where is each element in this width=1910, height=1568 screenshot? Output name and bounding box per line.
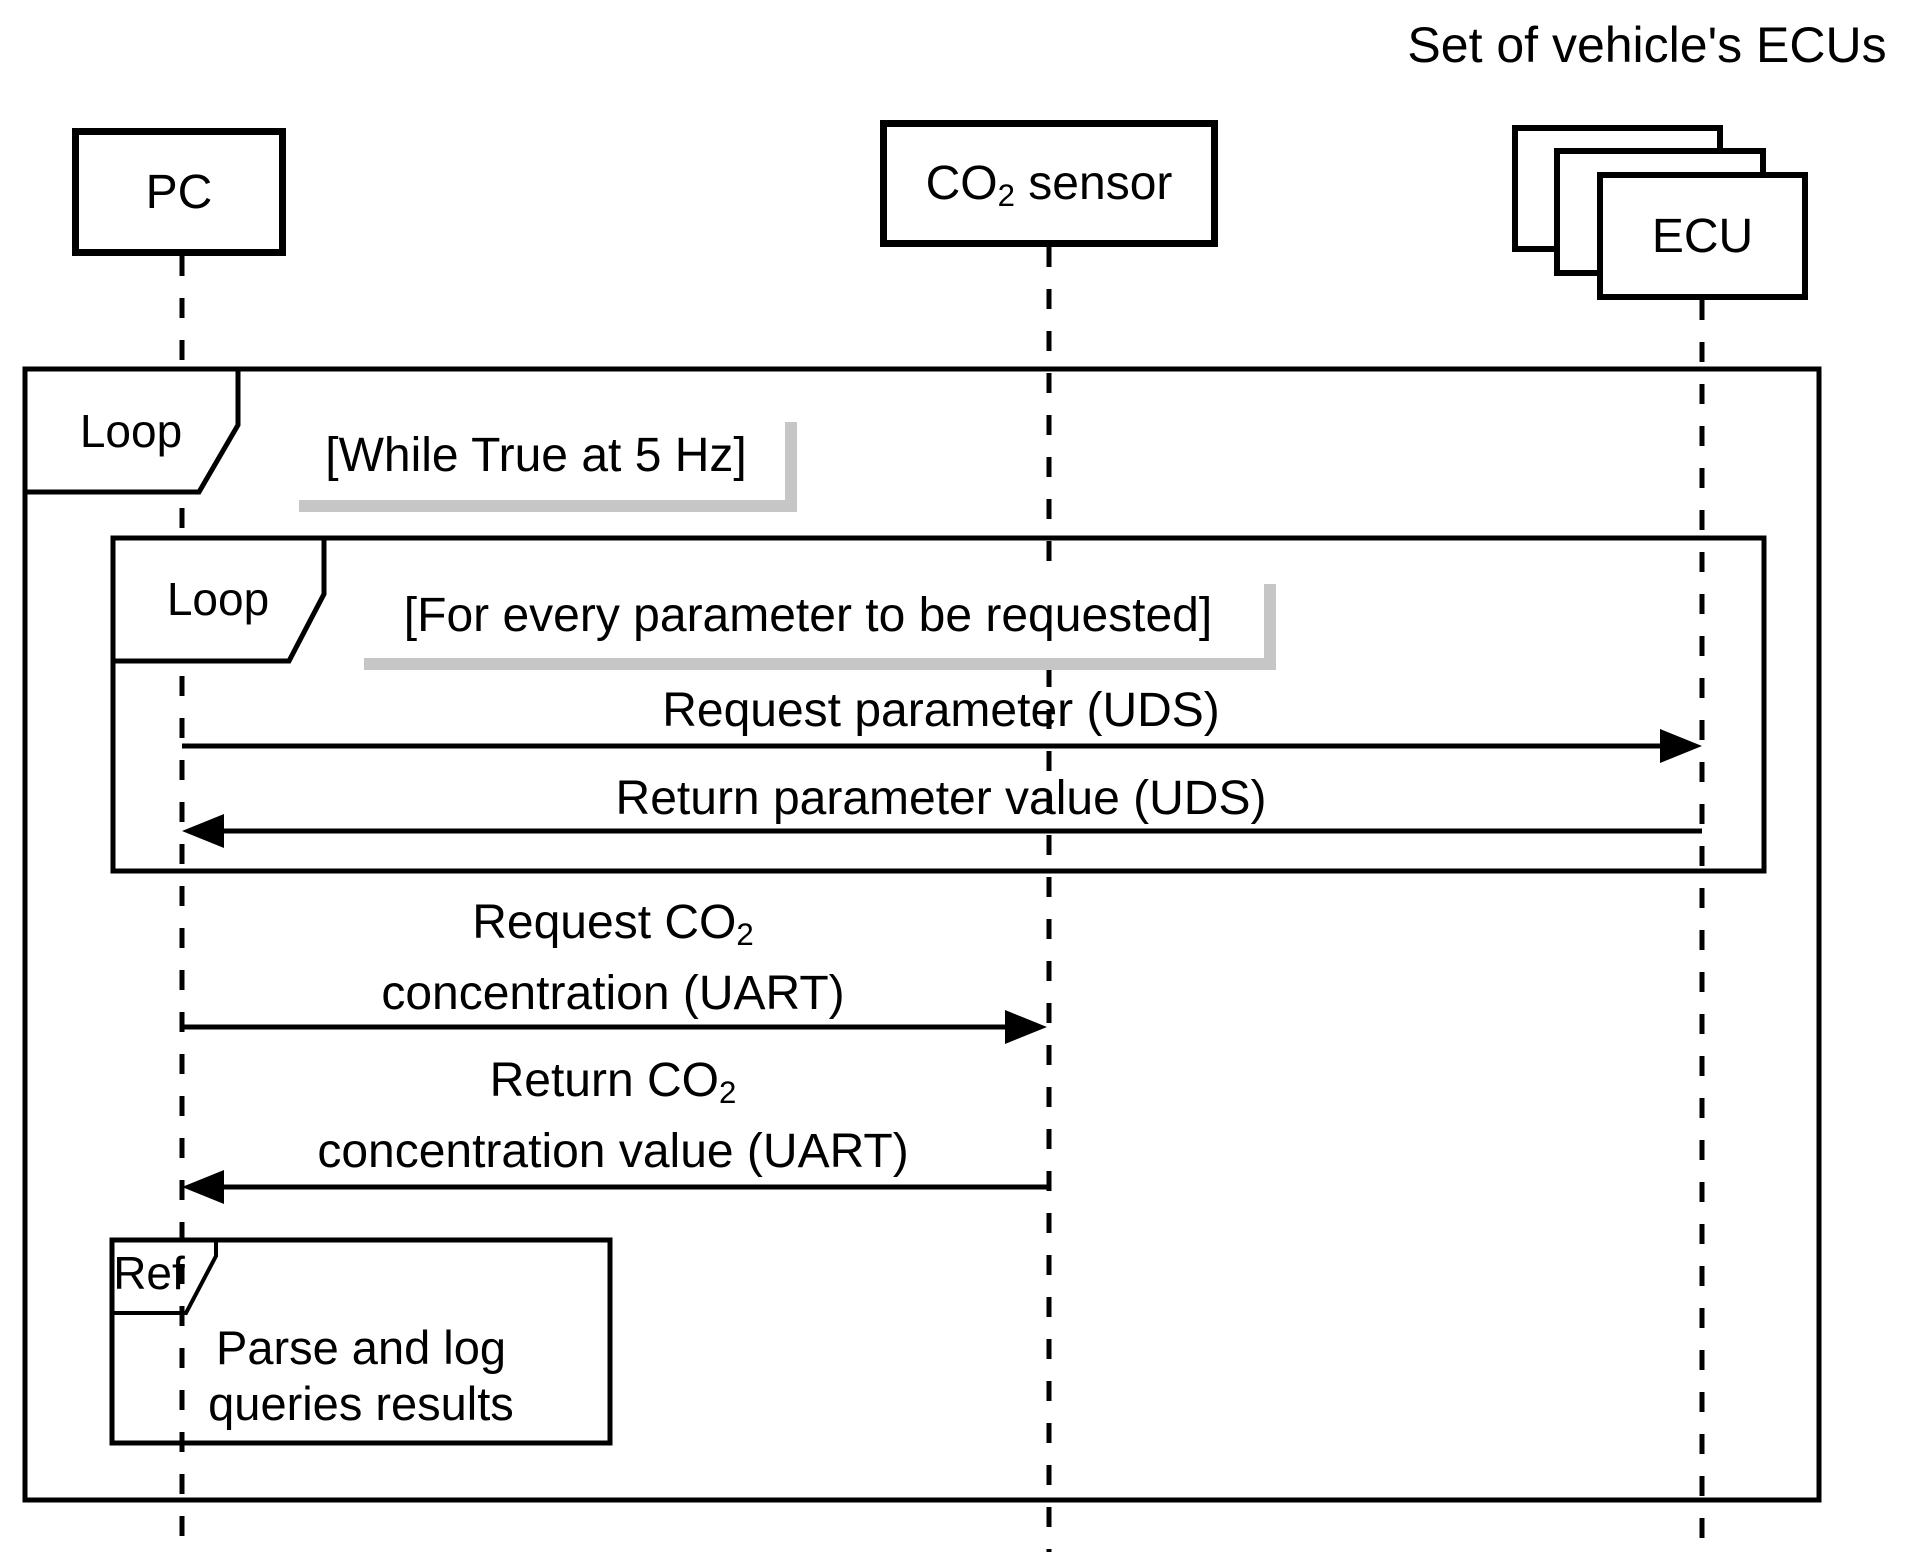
request-co2-label-line1: Request CO2 — [472, 896, 754, 952]
ref-frame — [109, 1237, 613, 1446]
ref-body-line1: Parse and log — [215, 1321, 507, 1374]
ref-body-text: Parse and log queries results — [131, 1320, 591, 1432]
inner-loop-frame — [110, 535, 1767, 874]
outer-loop-guard: [While True at 5 Hz] — [287, 410, 785, 500]
request-parameter-arrowhead-icon — [1660, 729, 1702, 763]
actor-ecu-box: ECU — [1597, 172, 1808, 300]
ref-body-line2: queries results — [208, 1377, 514, 1430]
co2-subscript: 2 — [736, 916, 754, 952]
request-parameter-label: Request parameter (UDS) — [662, 684, 1220, 737]
inner-loop-guard: [For every parameter to be requested] — [352, 572, 1264, 658]
co2-subscript: 2 — [719, 1074, 737, 1110]
return-co2-label-line2: concentration value (UART) — [317, 1125, 909, 1178]
actor-ecu-label: ECU — [1651, 209, 1754, 263]
return-co2-label-line1: Return CO2 — [489, 1054, 737, 1110]
actor-pc-label: PC — [145, 165, 213, 219]
outer-loop-operator: Loop — [79, 405, 183, 457]
outer-loop-pentagon — [22, 366, 241, 495]
co2-subscript: 2 — [997, 177, 1015, 213]
ref-pentagon — [110, 1238, 218, 1315]
inner-loop-operator: Loop — [166, 573, 270, 625]
actor-pc-box: PC — [72, 128, 286, 256]
return-parameter-arrowhead-icon — [182, 814, 224, 848]
return-parameter-label: Return parameter value (UDS) — [615, 772, 1267, 825]
actor-co2-sensor-label: CO2 sensor — [925, 157, 1173, 213]
actor-co2-sensor-box: CO2 sensor — [880, 120, 1218, 247]
inner-loop-pentagon — [110, 535, 327, 664]
ref-operator: Ref — [113, 1247, 185, 1299]
return-co2-arrowhead-icon — [182, 1170, 224, 1204]
outer-loop-frame — [22, 366, 1822, 1503]
return-co2-label: Return CO2 concentration value (UART) — [313, 1048, 913, 1185]
diagram-title: Set of vehicle's ECUs — [1407, 17, 1887, 73]
request-co2-arrowhead-icon — [1005, 1010, 1047, 1044]
request-co2-label: Request CO2 concentration (UART) — [313, 890, 913, 1027]
request-co2-label-line2: concentration (UART) — [381, 967, 845, 1020]
